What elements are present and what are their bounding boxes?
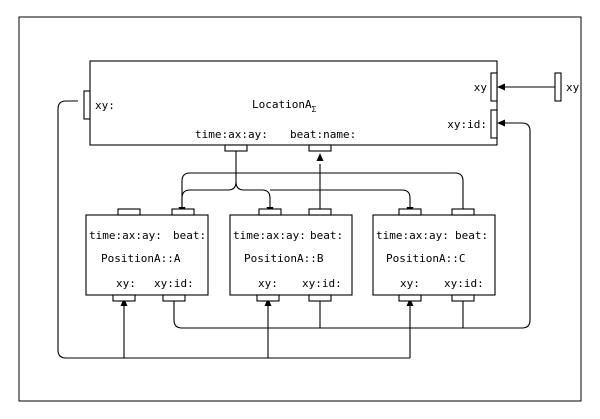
location-label-right-top: xy <box>474 81 488 94</box>
position-a-label-top-left: time:ax:ay: <box>89 229 162 242</box>
arrowhead-B-xy <box>264 298 272 306</box>
location-box-body <box>89 60 498 146</box>
location-port-right-top <box>490 72 498 102</box>
position-c-label-top-right: beat: <box>455 229 488 242</box>
wires <box>57 83 555 359</box>
position-box-b: time:ax:ay: beat: PositionA::B xy: xy:id… <box>229 208 353 302</box>
location-label-bottom-right: beat:name: <box>290 128 356 141</box>
arrowhead-location-xy <box>497 83 505 91</box>
position-box-a: time:ax:ay: beat: PositionA::A xy: xy:id… <box>85 208 209 302</box>
position-b-port-bottom-right <box>308 294 332 302</box>
arrowhead-location-beat <box>316 153 324 161</box>
external-input-label: xy <box>566 81 580 94</box>
position-c-body <box>372 214 496 296</box>
position-c-port-top-right <box>451 208 475 216</box>
wire-C-beat <box>320 172 464 209</box>
arrowhead-A-xy <box>120 298 128 306</box>
position-a-port-bottom-left <box>112 294 136 302</box>
position-c-port-bottom-right <box>451 294 475 302</box>
external-input-port <box>554 72 562 102</box>
wire-xyid-bus <box>173 122 531 329</box>
position-b-port-top-left <box>258 208 282 216</box>
position-a-body <box>85 214 209 296</box>
location-port-right-bottom <box>490 109 498 139</box>
position-b-title: PositionA::B <box>244 252 324 265</box>
position-c-label-top-left: time:ax:ay: <box>376 229 449 242</box>
position-b-port-top-right <box>308 208 332 216</box>
position-c-title: PositionA::C <box>386 252 465 265</box>
location-title-main: LocationA <box>252 98 312 111</box>
wire-time-to-B <box>235 181 271 209</box>
position-box-c: time:ax:ay: beat: PositionA::C xy: xy:id… <box>372 208 496 302</box>
arrowhead-C-xy <box>406 298 414 306</box>
location-label-bottom-left: time:ax:ay: <box>195 128 268 141</box>
wire-location-xy-bus <box>57 100 410 359</box>
wire-time-to-A <box>181 150 237 209</box>
location-port-bottom-left <box>224 144 248 152</box>
wire-A-beat <box>181 172 320 209</box>
location-label-right-bottom: xy:id: <box>447 118 487 131</box>
position-c-label-bottom-right: xy:id: <box>444 277 484 290</box>
external-input: xy <box>554 72 580 102</box>
position-a-title: PositionA::A <box>101 252 181 265</box>
position-b-body <box>229 214 353 296</box>
position-c-port-top-left <box>398 208 422 216</box>
position-c-label-bottom-left: xy: <box>400 277 420 290</box>
position-a-label-top-right: beat: <box>173 229 206 242</box>
location-port-bottom-right <box>308 144 332 152</box>
location-title-subscript: Σ <box>312 105 317 114</box>
position-c-port-bottom-left <box>398 294 422 302</box>
location-label-left: xy: <box>95 99 115 112</box>
location-box: xy: LocationAΣ xy xy:id: time:ax:ay: bea… <box>83 60 498 152</box>
arrowhead-location-xyid <box>497 119 505 127</box>
location-title: LocationAΣ <box>252 98 317 114</box>
position-a-port-top-left <box>117 208 141 216</box>
position-a-port-bottom-right <box>162 294 186 302</box>
position-b-label-bottom-right: xy:id: <box>302 277 342 290</box>
position-b-label-bottom-left: xy: <box>258 277 278 290</box>
position-b-label-top-right: beat: <box>310 229 343 242</box>
position-a-label-bottom-right: xy:id: <box>154 277 194 290</box>
position-b-label-top-left: time:ax:ay: <box>233 229 306 242</box>
position-a-port-top-right <box>171 208 195 216</box>
position-a-label-bottom-left: xy: <box>116 277 136 290</box>
location-port-left <box>83 90 91 120</box>
outer-frame <box>18 16 582 402</box>
position-b-port-bottom-left <box>256 294 280 302</box>
wire-time-to-C <box>270 189 411 209</box>
